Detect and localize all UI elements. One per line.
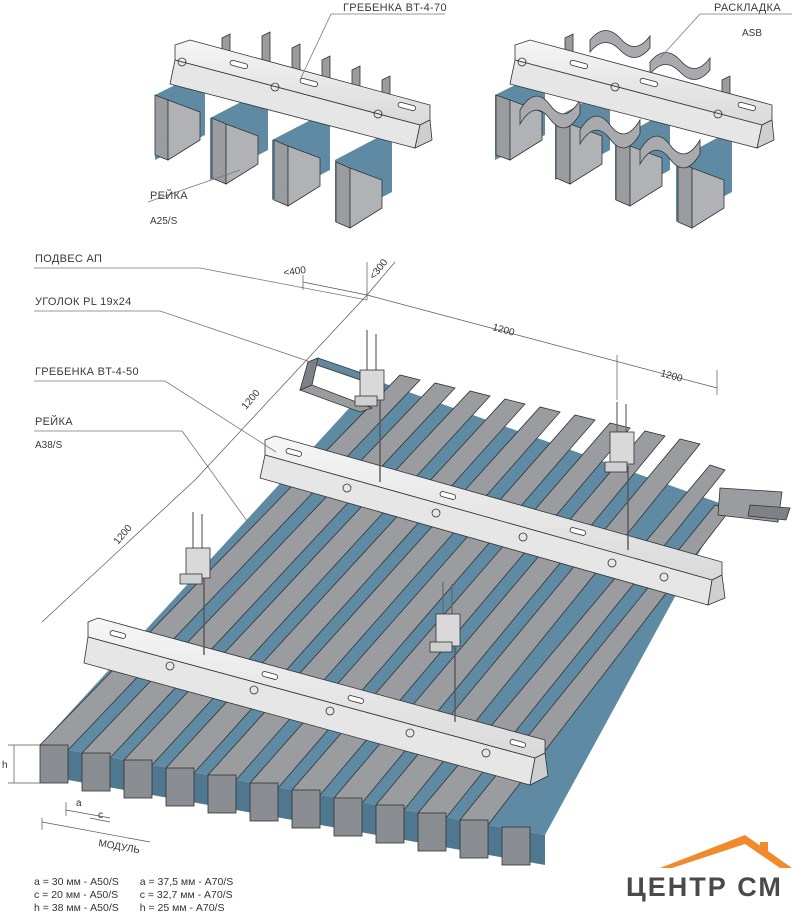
hanger-rod-1 xyxy=(354,330,385,482)
label-rail-top: РЕЙКА xyxy=(150,189,188,202)
dim-h: h xyxy=(2,760,8,771)
brand-roof-icon xyxy=(660,835,792,868)
dimension-lines xyxy=(8,261,718,843)
legend-left-3: h = 38 мм - A50/S xyxy=(34,902,119,914)
legend-left-1: a = 30 мм - A50/S xyxy=(34,876,119,888)
detail-insert-asb xyxy=(495,30,775,229)
label-hanger: ПОДВЕС АП xyxy=(35,253,102,265)
legend-right-1: a = 37,5 мм - A70/S xyxy=(139,876,234,888)
label-rail-top-code: A25/S xyxy=(150,216,178,227)
legend-left-2: c = 20 мм - A50/S xyxy=(34,889,119,901)
dim-module: МОДУЛЬ xyxy=(97,838,141,856)
size-legend: a = 30 мм - A50/S c = 20 мм - A50/S h = … xyxy=(34,876,251,915)
label-insert-code: ASB xyxy=(742,28,762,39)
dim-1200-right: 1200 xyxy=(659,368,684,384)
dim-1200-lower: 1200 xyxy=(112,522,135,546)
dim-300: <300 xyxy=(368,257,391,282)
hanger-rod-2 xyxy=(604,402,635,550)
legend-right-3: h = 25 мм - A70/S xyxy=(139,902,225,914)
detail-rail-a25 xyxy=(154,31,433,229)
dim-a: a xyxy=(76,798,82,809)
label-rail-main: РЕЙКА xyxy=(35,415,73,428)
main-ceiling-assembly xyxy=(39,330,791,866)
label-rail-main-code: A38/S xyxy=(35,440,63,451)
hanger-rod-3 xyxy=(179,512,211,655)
hanger-rod-4 xyxy=(429,582,461,722)
label-angle: УГОЛОК PL 19x24 xyxy=(35,296,132,308)
dim-1200-top: 1200 xyxy=(491,322,516,338)
dim-c: c xyxy=(98,810,103,821)
brand-logo: ЦЕНТР СМ xyxy=(626,872,783,902)
dim-400: <400 xyxy=(283,265,307,279)
label-insert: РАСКЛАДКА xyxy=(714,2,781,14)
legend-right-2: c = 32,7 мм - A70/S xyxy=(139,889,233,901)
dim-1200-upper: 1200 xyxy=(240,387,263,411)
label-comb-bt4-50: ГРЕБЕНКА BT-4-50 xyxy=(35,366,139,378)
label-comb-bt4-70: ГРЕБЕНКА BT-4-70 xyxy=(343,2,447,14)
